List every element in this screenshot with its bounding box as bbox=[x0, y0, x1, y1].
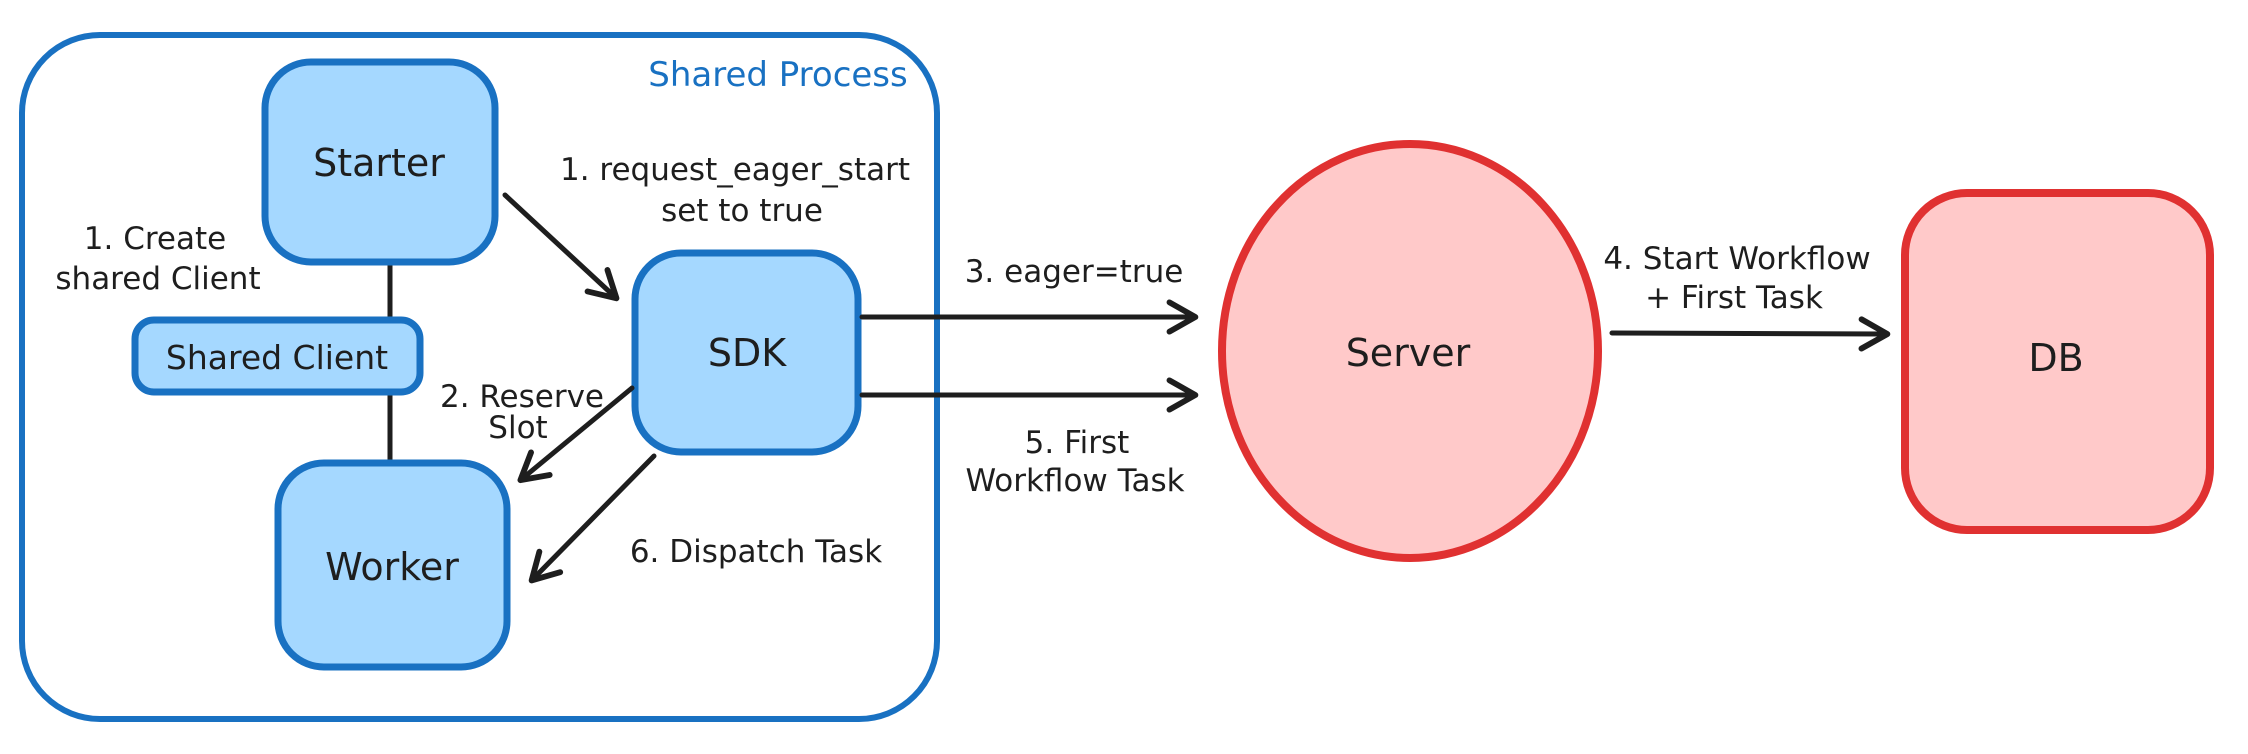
label-create-shared-client-line2: shared Client bbox=[55, 261, 260, 297]
shared-client-box bbox=[131, 316, 424, 396]
shared-process-container: Shared Process bbox=[19, 32, 940, 722]
label-start-workflow-line2: + First Task bbox=[1645, 280, 1823, 316]
label-request-eager-start-line1: 1. request_eager_start bbox=[560, 152, 910, 188]
arrow-sdk-to-worker-reserve bbox=[517, 385, 635, 484]
shared-process-label: Shared Process bbox=[648, 55, 907, 95]
shared-client-node: Shared Client bbox=[131, 316, 424, 396]
starter-node: Starter bbox=[261, 58, 499, 266]
server-label: Server bbox=[1346, 331, 1471, 375]
label-first-workflow-task-line1: 5. First bbox=[1025, 425, 1130, 461]
label-reserve-slot-line2: Slot bbox=[488, 410, 547, 446]
starter-label: Starter bbox=[313, 141, 445, 185]
arrow-sdk-to-worker-dispatch bbox=[528, 453, 657, 584]
label-first-workflow-task-line2: Workflow Task bbox=[965, 463, 1184, 499]
shared-process-border bbox=[19, 32, 940, 722]
db-box bbox=[1901, 189, 2214, 534]
arrow-server-to-db bbox=[1609, 316, 1891, 352]
server-ellipse bbox=[1218, 140, 1602, 562]
db-node: DB bbox=[1901, 189, 2214, 534]
label-request-eager-start: 1. request_eager_start set to true bbox=[560, 152, 910, 229]
worker-node: Worker bbox=[274, 459, 511, 671]
label-start-workflow-line1: 4. Start Workflow bbox=[1603, 241, 1870, 277]
arrow-starter-to-sdk bbox=[502, 192, 620, 302]
label-first-workflow-task: 5. First Workflow Task bbox=[965, 425, 1184, 499]
label-create-shared-client: 1. Create shared Client bbox=[55, 221, 260, 297]
sdk-node: SDK bbox=[631, 249, 862, 456]
worker-box bbox=[274, 459, 511, 671]
db-label: DB bbox=[2028, 336, 2083, 380]
label-create-shared-client-line1: 1. Create bbox=[84, 221, 226, 257]
shared-client-label: Shared Client bbox=[166, 338, 388, 377]
label-start-workflow: 4. Start Workflow + First Task bbox=[1603, 241, 1870, 316]
starter-box bbox=[261, 58, 499, 266]
label-eager-true: 3. eager=true bbox=[965, 254, 1184, 290]
label-request-eager-start-line2: set to true bbox=[661, 193, 823, 229]
server-node: Server bbox=[1218, 140, 1602, 562]
label-dispatch-task: 6. Dispatch Task bbox=[630, 534, 882, 570]
label-reserve-slot: 2. Reserve Slot bbox=[440, 379, 604, 446]
label-reserve-slot-line1: 2. Reserve bbox=[440, 379, 604, 415]
worker-label: Worker bbox=[325, 545, 459, 589]
sdk-label: SDK bbox=[708, 331, 787, 375]
sdk-box bbox=[631, 249, 862, 456]
